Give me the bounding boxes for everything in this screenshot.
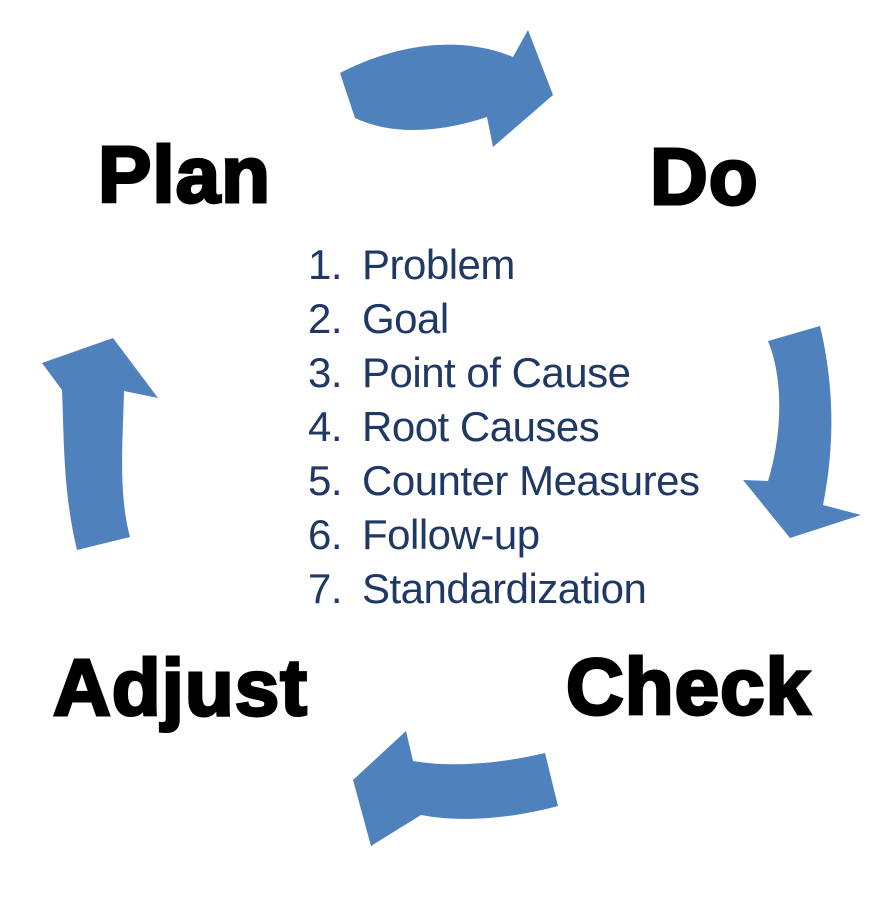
list-item: 4. Root Causes <box>308 400 700 454</box>
step-list: 1. Problem 2. Goal 3. Point of Cause 4. … <box>308 238 700 616</box>
step-label: Root Causes <box>362 403 600 450</box>
label-do: Do <box>649 132 760 221</box>
step-label: Goal <box>362 295 449 342</box>
label-adjust: Adjust <box>52 643 309 732</box>
step-label: Follow-up <box>362 511 540 558</box>
step-label: Point of Cause <box>362 349 631 396</box>
curved-arrow-down-shape <box>743 326 861 538</box>
curved-arrow-up-icon <box>42 338 158 550</box>
list-item: 2. Goal <box>308 292 700 346</box>
list-item: 3. Point of Cause <box>308 346 700 400</box>
step-number: 3. <box>308 349 343 396</box>
step-number: 6. <box>308 511 343 558</box>
curved-arrow-right-shape <box>340 30 553 147</box>
step-number: 7. <box>308 565 343 612</box>
curved-arrow-right-icon <box>340 30 553 147</box>
list-item: 5. Counter Measures <box>308 454 700 508</box>
step-label: Standardization <box>362 565 647 612</box>
step-number: 5. <box>308 457 343 504</box>
step-number: 4. <box>308 403 343 450</box>
curved-arrow-down-icon <box>743 326 861 538</box>
label-check: Check <box>564 642 812 731</box>
step-label: Problem <box>362 241 515 288</box>
label-plan: Plan <box>97 130 272 219</box>
step-number: 2. <box>308 295 343 342</box>
step-number: 1. <box>308 241 343 288</box>
curved-arrow-left-shape <box>353 731 558 846</box>
list-item: 6. Follow-up <box>308 508 700 562</box>
list-item: 7. Standardization <box>308 562 700 616</box>
step-label: Counter Measures <box>362 457 700 504</box>
curved-arrow-left-icon <box>353 731 558 846</box>
curved-arrow-up-shape <box>42 338 158 550</box>
list-item: 1. Problem <box>308 238 700 292</box>
